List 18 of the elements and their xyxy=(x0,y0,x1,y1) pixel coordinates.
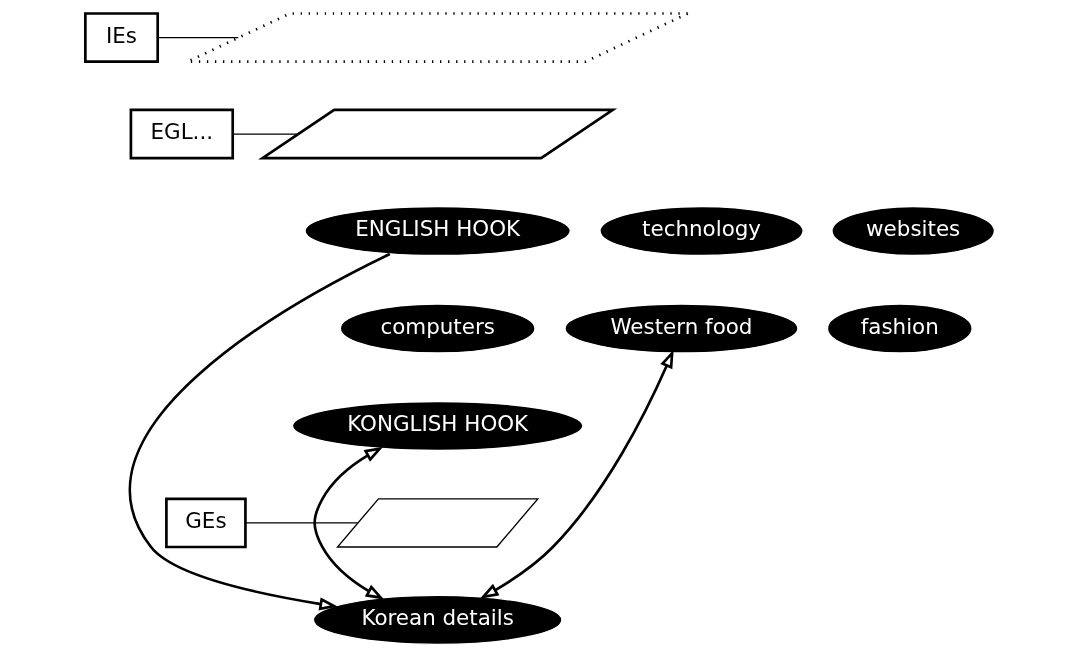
node-box: EGL... xyxy=(129,108,235,160)
node-box: GEs xyxy=(165,497,247,549)
node-ellipse: technology xyxy=(599,205,804,257)
node-ellipse: computers xyxy=(339,303,536,354)
connector xyxy=(157,36,239,39)
connector xyxy=(232,133,299,135)
arrow xyxy=(313,446,385,600)
node-grid xyxy=(336,498,540,548)
connector xyxy=(245,522,359,524)
arrow xyxy=(479,349,674,599)
node-ellipse: KONGLISH HOOK xyxy=(291,400,584,452)
node-ellipse: websites xyxy=(831,205,996,257)
node-grid xyxy=(258,108,618,160)
node-ellipse: Western food xyxy=(564,303,799,354)
arrow xyxy=(128,252,391,611)
node-ellipse: fashion xyxy=(826,303,973,354)
node-box: IEs xyxy=(84,12,160,64)
node-ellipse: ENGLISH HOOK xyxy=(304,205,571,257)
